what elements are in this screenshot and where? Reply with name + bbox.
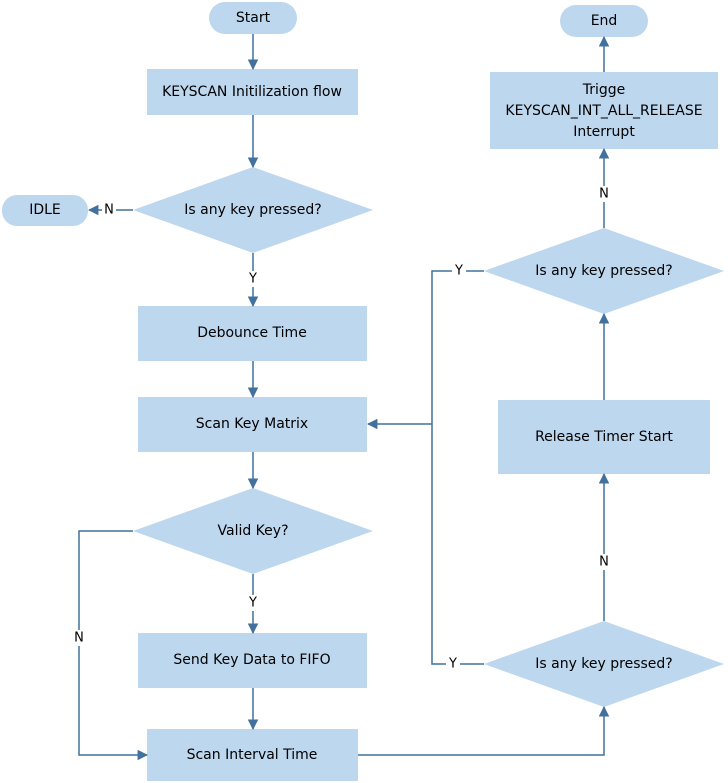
- connector-bottom-yes-to-bus: [431, 424, 484, 665]
- label-bg-bottom-no: [597, 554, 611, 570]
- idle-label: IDLE: [29, 202, 61, 218]
- scan-matrix-label: Scan Key Matrix: [196, 416, 308, 432]
- valid-key-label: Valid Key?: [218, 523, 289, 539]
- edge-label-valid-no: N: [74, 631, 84, 646]
- end-terminal: [560, 5, 648, 37]
- trigger-label-line2: KEYSCAN_INT_ALL_RELEASE: [505, 103, 702, 119]
- scan-interval-label: Scan Interval Time: [187, 747, 318, 763]
- idle-terminal: [2, 195, 88, 226]
- release-timer-label: Release Timer Start: [535, 429, 673, 445]
- debounce-process: [138, 306, 367, 361]
- edge-label-valid-yes: Y: [248, 596, 257, 611]
- label-bg-top-yes: [452, 263, 466, 279]
- edge-label-bottom-yes: Y: [448, 657, 457, 672]
- trigger-label-line1: Trigge: [582, 82, 626, 98]
- label-bg-first-no: [102, 202, 116, 218]
- label-bg-top-no: [597, 186, 611, 202]
- edge-label-first-yes: Y: [248, 272, 257, 287]
- debounce-label: Debounce Time: [197, 325, 307, 341]
- top-decision: [484, 228, 724, 314]
- send-fifo-process: [138, 633, 367, 688]
- bottom-decision: [484, 621, 724, 707]
- connector-valid-no-to-interval: [78, 530, 149, 761]
- label-bg-valid-yes: [246, 595, 260, 611]
- first-decision: [133, 167, 373, 253]
- init-label: KEYSCAN Initilization flow: [162, 84, 342, 100]
- top-decision-label: Is any key pressed?: [535, 263, 672, 279]
- trigger-label-line3: Interrupt: [573, 124, 635, 140]
- connector-interval-to-bottom-decision: [358, 705, 610, 756]
- label-bg-first-yes: [246, 271, 260, 287]
- connector-top-yes-to-bus: [431, 270, 484, 424]
- init-process: [147, 69, 358, 115]
- end-label: End: [591, 13, 618, 29]
- label-bg-valid-no: [72, 630, 86, 646]
- edge-label-bottom-no: N: [599, 555, 609, 570]
- edge-label-top-yes: Y: [454, 264, 463, 279]
- edge-label-first-no: N: [104, 203, 114, 218]
- start-terminal: [209, 2, 297, 34]
- start-label: Start: [236, 10, 271, 26]
- label-bg-bottom-yes: [446, 656, 460, 672]
- first-decision-label: Is any key pressed?: [184, 202, 321, 218]
- release-timer-process: [498, 400, 710, 474]
- trigger-process: [490, 72, 718, 149]
- scan-interval-process: [147, 729, 358, 781]
- send-fifo-label: Send Key Data to FIFO: [173, 652, 330, 668]
- edge-label-top-no: N: [599, 187, 609, 202]
- scan-matrix-process: [138, 397, 367, 452]
- bottom-decision-label: Is any key pressed?: [535, 656, 672, 672]
- valid-key-decision: [133, 488, 373, 574]
